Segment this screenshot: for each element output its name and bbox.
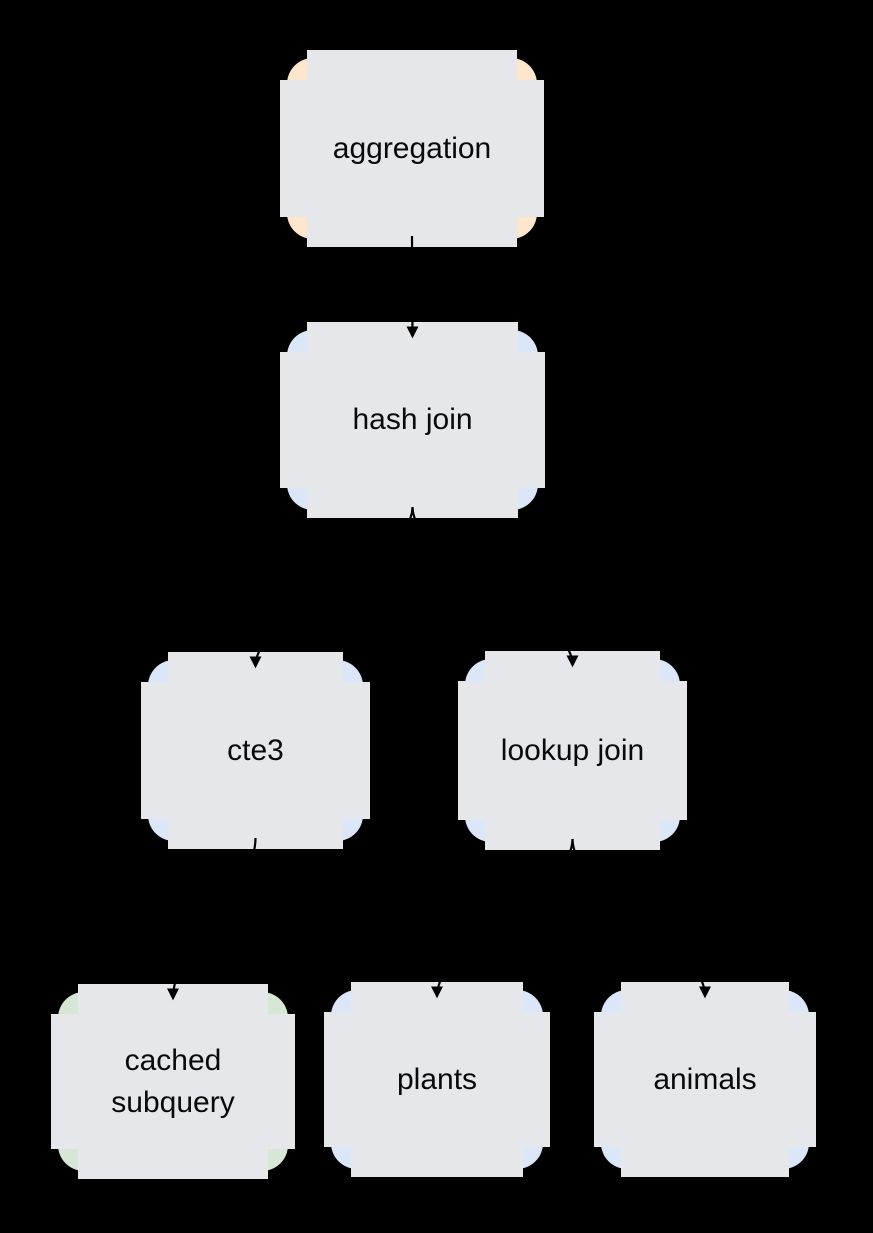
edge-hash-join-to-cte3 — [249, 506, 414, 669]
node-label-cached-subquery: cached subquery — [111, 1043, 235, 1119]
node-label-lookup-join: lookup join — [500, 733, 645, 767]
edge-lookup-join-to-plants — [430, 838, 574, 999]
node-cached-subquery: cached subquery — [51, 984, 295, 1179]
node-label-animals: animals — [653, 1062, 757, 1096]
node-lookup-join: lookup join — [458, 651, 687, 850]
node-plants: plants — [324, 982, 550, 1177]
edge-aggregation-to-hash-join — [406, 235, 419, 339]
edge-lookup-join-to-animals — [571, 838, 712, 999]
node-label-plants: plants — [396, 1062, 478, 1096]
node-label-cte3: cte3 — [227, 733, 284, 767]
node-hash-join: hash join — [280, 322, 545, 518]
node-label-aggregation: aggregation — [332, 131, 492, 165]
node-aggregation: aggregation — [280, 50, 544, 247]
edge-hash-join-to-lookup-join — [411, 506, 579, 668]
node-label-hash-join: hash join — [352, 403, 473, 436]
node-animals: animals — [594, 982, 816, 1177]
node-cte3: cte3 — [141, 652, 370, 849]
edge-cte3-to-cached-subquery — [166, 837, 257, 1001]
